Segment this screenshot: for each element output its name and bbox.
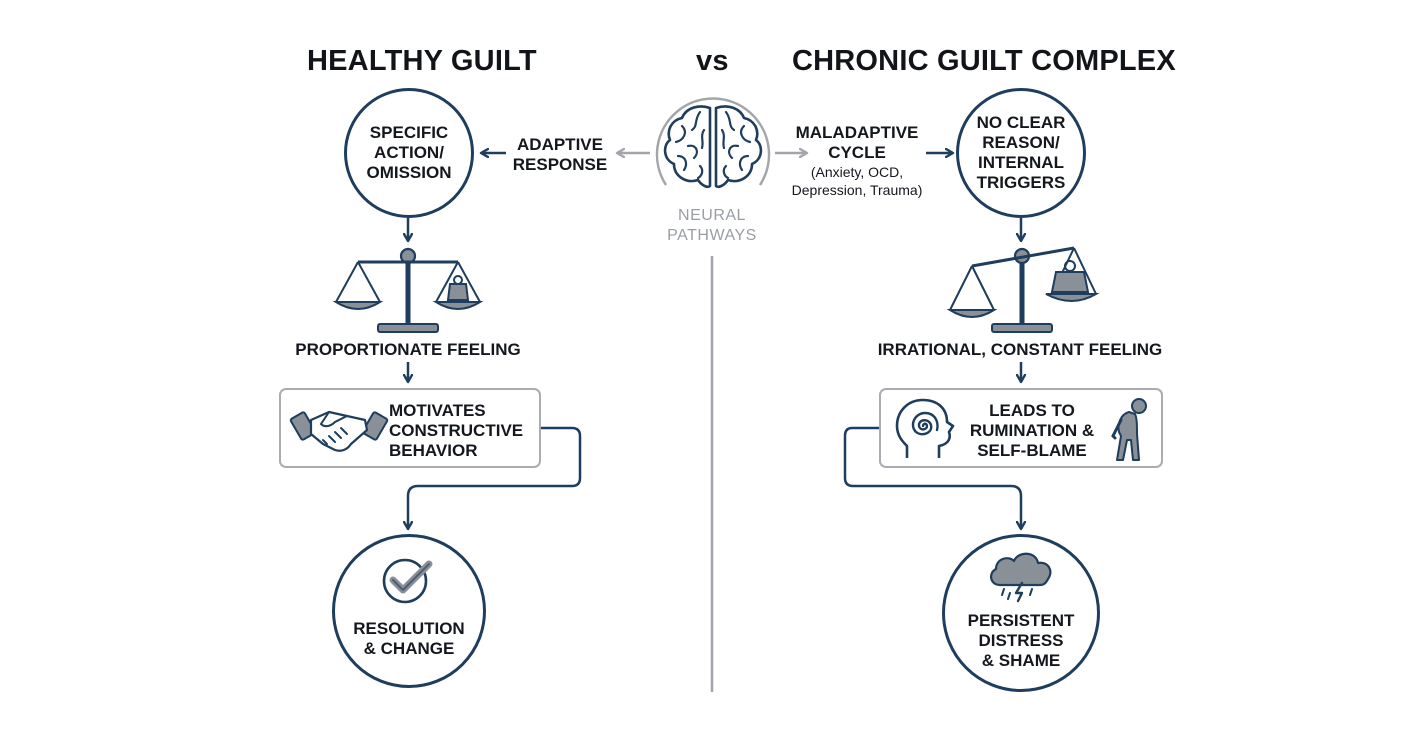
persistent-distress-circle: PERSISTENT DISTRESS & SHAME	[942, 534, 1100, 692]
balanced-scale-icon	[332, 247, 484, 333]
handshake-icon	[289, 410, 389, 452]
arrow-right-box-to-end	[843, 426, 1021, 528]
resolution-change-text: RESOLUTION & CHANGE	[353, 619, 465, 658]
arrow-left-box-to-end	[408, 426, 582, 528]
unbalanced-scale-icon	[946, 246, 1100, 333]
irrational-feeling-label: IRRATIONAL, CONSTANT FEELING	[877, 340, 1163, 359]
storm-cloud-icon	[990, 552, 1052, 603]
motivates-behavior-box: MOTIVATES CONSTRUCTIVE BEHAVIOR	[279, 388, 541, 468]
checkmark-icon	[382, 558, 433, 604]
specific-action-circle: SPECIFIC ACTION/ OMISSION	[344, 88, 474, 218]
persistent-distress-text: PERSISTENT DISTRESS & SHAME	[967, 611, 1075, 670]
rumination-text: LEADS TO RUMINATION & SELF-BLAME	[969, 401, 1095, 460]
brain-icon	[655, 97, 771, 189]
resolution-change-circle: RESOLUTION & CHANGE	[332, 534, 486, 688]
healthy-guilt-title: HEALTHY GUILT	[307, 45, 537, 77]
maladaptive-cycle-label: MALADAPTIVE CYCLE (Anxiety, OCD, Depress…	[791, 123, 923, 198]
motivates-behavior-text: MOTIVATES CONSTRUCTIVE BEHAVIOR	[389, 401, 524, 460]
no-clear-reason-circle: NO CLEAR REASON/ INTERNAL TRIGGERS	[956, 88, 1086, 218]
vs-label: vs	[696, 45, 729, 77]
rumination-box: LEADS TO RUMINATION & SELF-BLAME	[879, 388, 1163, 468]
chronic-guilt-title: CHRONIC GUILT COMPLEX	[792, 45, 1176, 77]
adaptive-response-label: ADAPTIVE RESPONSE	[512, 135, 608, 174]
proportionate-feeling-label: PROPORTIONATE FEELING	[295, 340, 521, 359]
neural-pathways-label: NEURAL PATHWAYS	[667, 207, 757, 244]
spiral-head-icon	[895, 398, 955, 458]
slumped-person-icon	[1111, 398, 1147, 461]
